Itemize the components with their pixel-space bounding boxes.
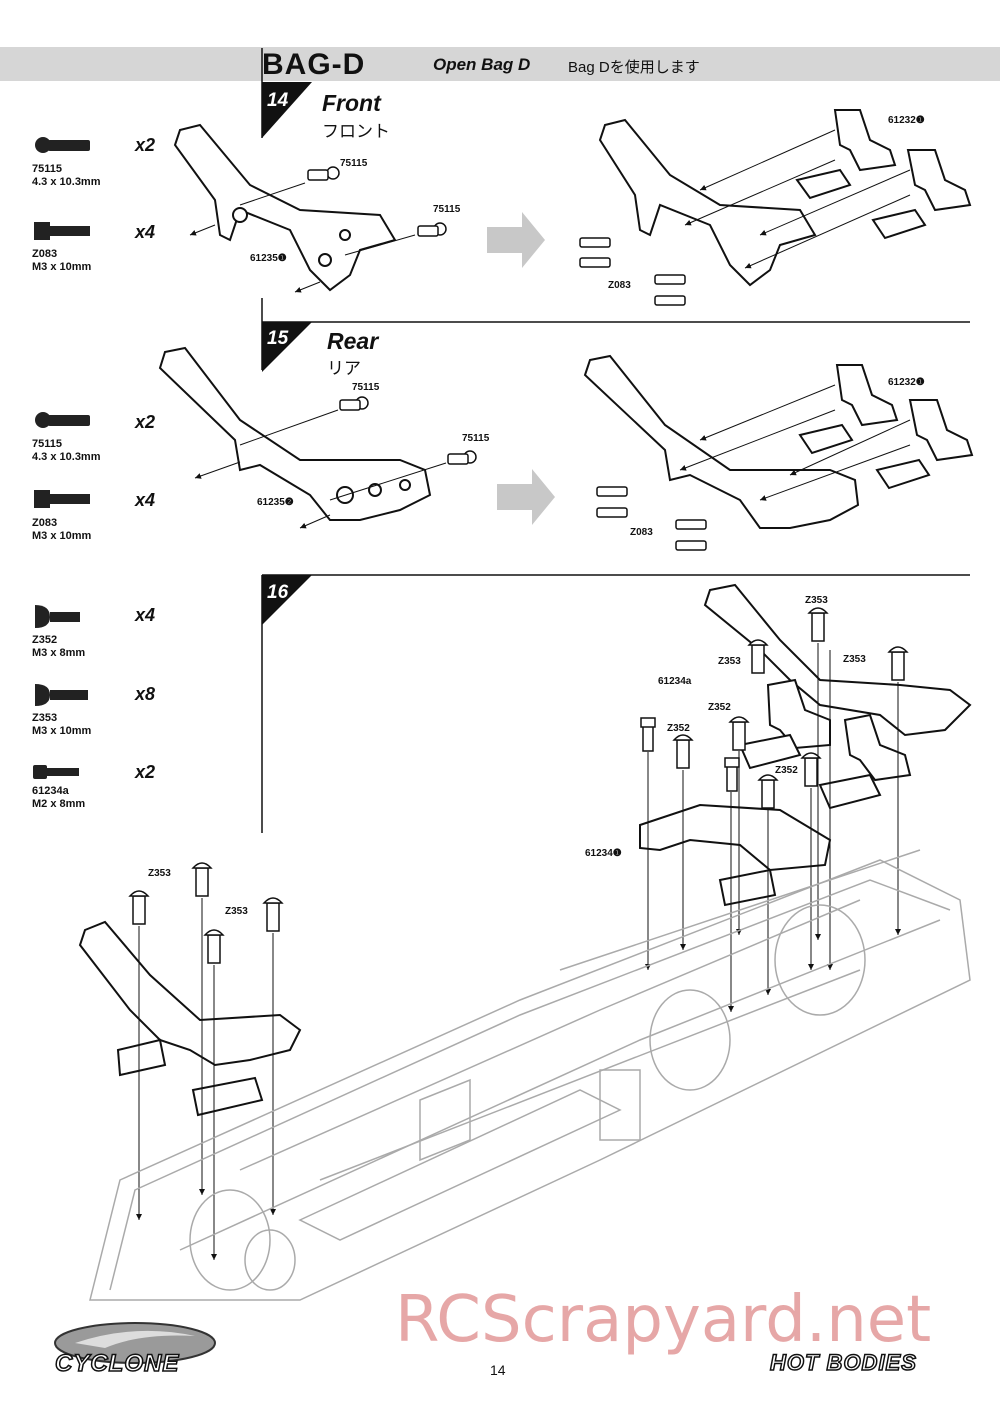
step14-qty-ballstud: x2 bbox=[135, 135, 156, 155]
step16-badge bbox=[262, 575, 312, 625]
step14-label-ballstud-a: 75115 bbox=[340, 158, 368, 169]
step14-label-tower: 61235❶ bbox=[250, 253, 287, 264]
step16-label-front-z353-a: Z353 bbox=[148, 868, 171, 879]
step16-qty-z353: x8 bbox=[135, 684, 156, 704]
open-bag-label: Open Bag D bbox=[433, 55, 531, 74]
step16-label-z353-b: Z353 bbox=[718, 656, 741, 667]
chassis-outline bbox=[89, 849, 971, 1301]
step14-label-mount: 61232❶ bbox=[888, 115, 925, 126]
step15-label-tower: 61235❷ bbox=[257, 497, 294, 508]
step16-qty-z352: x4 bbox=[135, 605, 156, 625]
step14-subtitle: フロント bbox=[322, 122, 390, 141]
bag-title: BAG-D bbox=[262, 48, 366, 81]
step15-label-mount: 61232❶ bbox=[888, 377, 925, 388]
step16-label-z353-c: Z353 bbox=[843, 654, 866, 665]
step15-badge bbox=[262, 322, 312, 372]
step14-number: 14 bbox=[267, 90, 289, 111]
step15-label-screw: Z083 bbox=[630, 527, 653, 538]
step15-label-ballstud-b: 75115 bbox=[462, 433, 490, 444]
step16-label-z353-a: Z353 bbox=[805, 595, 828, 606]
header-bar: BAG-D Open Bag D Bag Dを使用します bbox=[0, 47, 1000, 81]
step14-label-screw: Z083 bbox=[608, 280, 631, 291]
step16-label-z352-c: Z352 bbox=[775, 765, 798, 776]
step16-number: 16 bbox=[267, 582, 289, 603]
step16-label-front-z353-b: Z353 bbox=[225, 906, 248, 917]
step15-subtitle: リア bbox=[327, 359, 361, 378]
step15-number: 15 bbox=[267, 328, 289, 349]
step15-qty-ballstud: x2 bbox=[135, 412, 156, 432]
step16-label-61234a: 61234a bbox=[658, 676, 692, 687]
step15-label-ballstud-a: 75115 bbox=[352, 382, 380, 393]
hotbodies-logo: HOT BODIES bbox=[769, 1348, 945, 1382]
watermark: RCScrapyard.net bbox=[395, 1283, 932, 1357]
step14-label-ballstud-b: 75115 bbox=[433, 204, 461, 215]
step14-badge bbox=[262, 82, 312, 138]
step16-label-z352-a: Z352 bbox=[708, 702, 731, 713]
parts-icons bbox=[33, 137, 90, 779]
step15-title: Rear bbox=[327, 328, 379, 354]
step16-qty-61234a: x2 bbox=[135, 762, 156, 782]
cyclone-logo: CYCLONE bbox=[45, 1318, 220, 1380]
page-number: 14 bbox=[490, 1362, 506, 1378]
japanese-label: Bag Dを使用します bbox=[568, 59, 700, 76]
step15-qty-screw: x4 bbox=[135, 490, 156, 510]
step14-title: Front bbox=[322, 90, 381, 116]
step14-tower bbox=[173, 123, 397, 292]
step16-label-brace: 61234❶ bbox=[585, 848, 622, 859]
step16-label-z352-b: Z352 bbox=[667, 723, 690, 734]
hotbodies-text: HOT BODIES bbox=[769, 1349, 917, 1376]
cyclone-text: CYCLONE bbox=[54, 1349, 180, 1378]
step14-qty-screw: x4 bbox=[135, 222, 156, 242]
